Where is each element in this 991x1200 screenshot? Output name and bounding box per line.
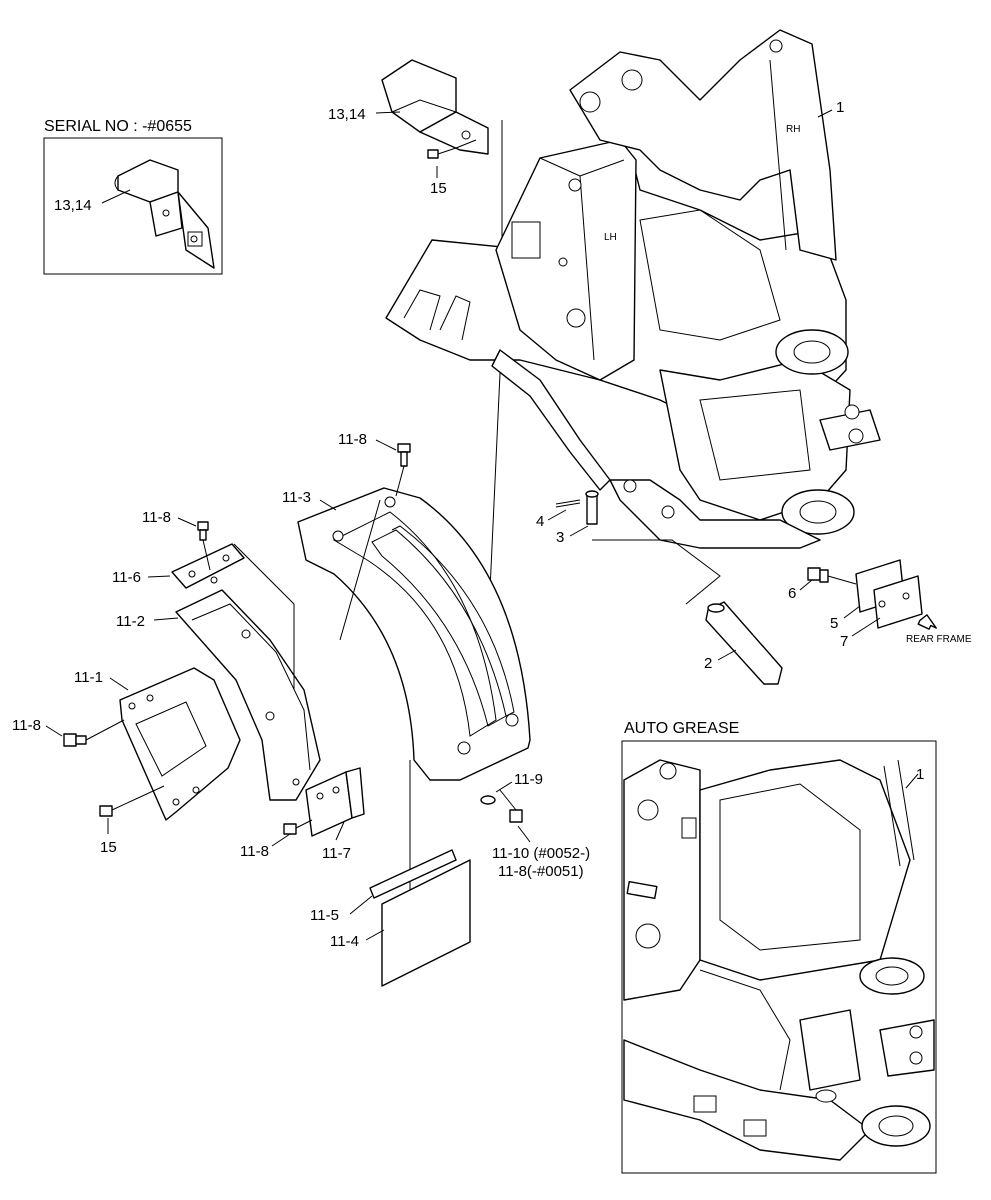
bolt-15-top xyxy=(427,139,477,159)
callout-11-8-top: 11-8 xyxy=(338,431,367,448)
serial-inset-title: SERIAL NO : -#0655 xyxy=(44,118,192,135)
serial-inset-cover xyxy=(114,159,215,269)
rear-frame-label: REAR FRAME xyxy=(906,634,972,645)
stopper-bar-2 xyxy=(705,601,783,685)
callout-15-top: 15 xyxy=(430,180,447,197)
split-pin-4 xyxy=(555,499,581,508)
bolt-11-8-mid xyxy=(197,521,211,571)
callout-11-8-bottom: 11-8 xyxy=(240,843,269,860)
auto-grease-inset: AUTO GREASE xyxy=(621,720,937,1174)
bracket-11-7 xyxy=(305,767,365,837)
bolt-15-bottom xyxy=(99,785,165,817)
bolt-11-10 xyxy=(499,789,523,823)
cover-13-14 xyxy=(381,59,489,155)
callout-6: 6 xyxy=(788,585,796,602)
callout-11-10: 11-10 (#0052-) xyxy=(492,845,590,862)
callout-7: 7 xyxy=(840,633,848,650)
callout-11-2: 11-2 xyxy=(116,613,145,630)
bolt-11-8-bottom xyxy=(283,819,313,835)
callout-11-8-mid: 11-8 xyxy=(142,509,171,526)
bumper-5-7 xyxy=(855,559,923,629)
callout-11-4: 11-4 xyxy=(330,933,359,950)
auto-grease-title: AUTO GREASE xyxy=(624,720,739,737)
bracket-11-6 xyxy=(171,543,245,589)
serial-inset-callout: 13,14 xyxy=(54,197,92,214)
bracket-11-2 xyxy=(175,589,321,801)
callout-11-9: 11-9 xyxy=(514,771,543,788)
callout-4: 4 xyxy=(536,513,544,530)
washer-11-9 xyxy=(480,795,496,805)
frame-mark-rh: RH xyxy=(786,124,800,135)
callout-11-1: 11-1 xyxy=(74,669,103,686)
serial-inset: SERIAL NO : -#0655 13,14 xyxy=(43,118,223,275)
mudguard-11-3 xyxy=(297,487,531,781)
callout-15-bottom: 15 xyxy=(100,839,117,856)
bolt-11-8-left xyxy=(63,719,125,747)
mud-flap-11-4 xyxy=(381,859,471,987)
frame-mark-lh: LH xyxy=(604,232,617,243)
callout-11-6: 11-6 xyxy=(112,569,141,586)
serial-inset-border xyxy=(43,137,223,275)
callout-11-7: 11-7 xyxy=(322,845,351,862)
callout-11-3: 11-3 xyxy=(282,489,311,506)
rear-frame-arrow-icon xyxy=(917,614,937,630)
callout-11-8-serial: 11-8(-#0051) xyxy=(498,863,584,880)
bolt-6 xyxy=(807,567,857,585)
callout-2: 2 xyxy=(704,655,712,672)
callout-11-5: 11-5 xyxy=(310,907,339,924)
callout-11-8-left: 11-8 xyxy=(12,717,41,734)
callout-1: 1 xyxy=(836,99,844,116)
callout-13-14: 13,14 xyxy=(328,106,366,123)
main-frame: LH RH xyxy=(385,29,881,549)
bolt-11-8-top xyxy=(395,443,411,497)
pin-3 xyxy=(585,490,599,525)
auto-grease-border xyxy=(621,740,937,1174)
callout-3: 3 xyxy=(556,529,564,546)
callout-5: 5 xyxy=(830,615,838,632)
strip-11-5 xyxy=(369,849,457,899)
auto-grease-callout-1: 1 xyxy=(916,766,924,783)
plate-11-1 xyxy=(119,667,241,821)
